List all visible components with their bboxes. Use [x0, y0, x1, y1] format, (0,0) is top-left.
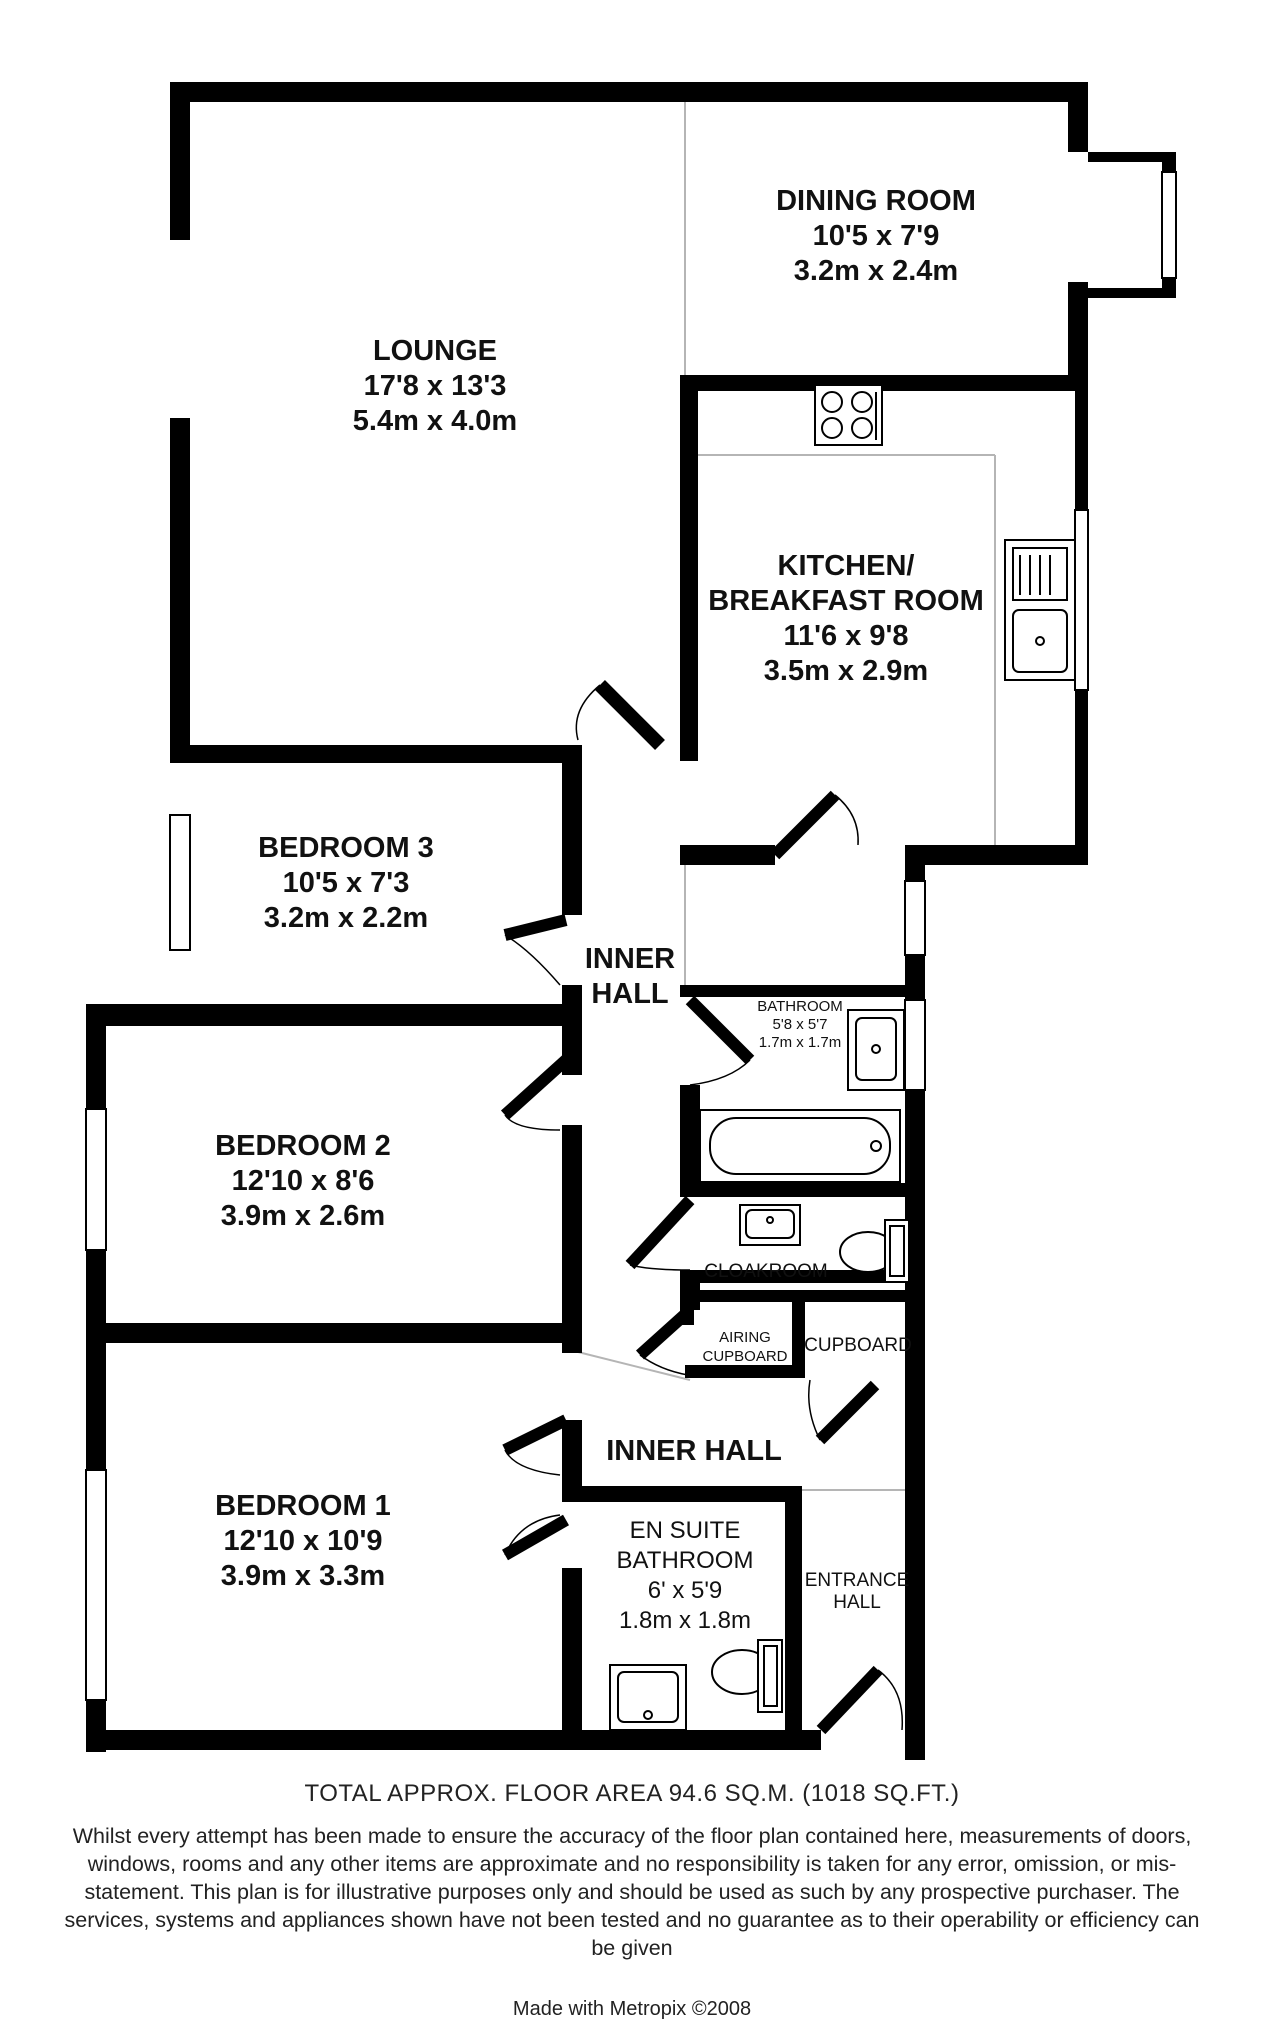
- doors: [500, 680, 904, 1735]
- bedroom3-imperial: 10'5 x 7'3: [283, 867, 410, 899]
- bedroom1-name: BEDROOM 1: [215, 1490, 391, 1522]
- ensuite-name-2: BATHROOM: [617, 1547, 754, 1574]
- lounge-name: LOUNGE: [373, 335, 497, 367]
- bathroom-window: [904, 999, 926, 1091]
- hob-icon: [814, 384, 883, 446]
- bedroom3-window: [169, 814, 191, 951]
- kitchen-name-2: BREAKFAST ROOM: [708, 585, 984, 617]
- bedroom1-imperial: 12'10 x 10'9: [224, 1525, 383, 1557]
- dining-window: [1161, 171, 1177, 279]
- bedroom3-metric: 3.2m x 2.2m: [264, 902, 428, 934]
- bedroom2-metric: 3.9m x 2.6m: [221, 1200, 385, 1232]
- kitchen-name-1: KITCHEN/: [778, 550, 915, 582]
- fixtures: [609, 384, 1076, 1731]
- lounge-metric: 5.4m x 4.0m: [353, 405, 517, 437]
- kitchen-imperial: 11'6 x 9'8: [783, 620, 908, 652]
- entrance-hall-1: ENTRANCE: [805, 1570, 910, 1591]
- ensuite-basin-icon: [609, 1664, 687, 1731]
- room-labels: LOUNGE 17'8 x 13'3 5.4m x 4.0m DINING RO…: [215, 185, 984, 1634]
- entrance-hall-2: HALL: [833, 1592, 881, 1613]
- bedroom3-name: BEDROOM 3: [258, 832, 434, 864]
- bedroom2-window: [85, 1108, 107, 1251]
- inner-hall-upper-2: HALL: [591, 978, 668, 1010]
- kitchen-window: [1074, 509, 1089, 691]
- bath-icon: [699, 1109, 901, 1183]
- cloakroom-toilet-icon: [839, 1219, 910, 1283]
- bathroom-metric: 1.7m x 1.7m: [759, 1034, 842, 1051]
- cloakroom-basin-icon: [739, 1204, 801, 1246]
- dining-name: DINING ROOM: [776, 185, 976, 217]
- bathroom-imperial: 5'8 x 5'7: [773, 1016, 828, 1033]
- thin-lines: [569, 96, 996, 1491]
- inner-hall-upper-1: INNER: [585, 943, 675, 975]
- bathroom-name: BATHROOM: [757, 998, 843, 1015]
- ensuite-name-1: EN SUITE: [630, 1517, 741, 1544]
- kitchen-metric: 3.5m x 2.9m: [764, 655, 928, 687]
- airing-cupboard-2: CUPBOARD: [702, 1348, 787, 1365]
- ensuite-imperial: 6' x 5'9: [648, 1577, 723, 1604]
- cupboard-name: CUPBOARD: [804, 1335, 912, 1356]
- inner-hall-lower: INNER HALL: [606, 1435, 782, 1467]
- lounge-imperial: 17'8 x 13'3: [364, 370, 507, 402]
- ensuite-toilet-icon: [711, 1639, 783, 1713]
- hall-window: [904, 880, 926, 956]
- bedroom1-window: [85, 1469, 107, 1701]
- bedroom1-metric: 3.9m x 3.3m: [221, 1560, 385, 1592]
- total-floor-area: TOTAL APPROX. FLOOR AREA 94.6 SQ.M. (101…: [304, 1780, 960, 1807]
- kitchen-sink-icon: [1004, 539, 1076, 681]
- windows: [85, 171, 1177, 1701]
- disclaimer: Whilst every attempt has been made to en…: [64, 1824, 1200, 1960]
- airing-cupboard-1: AIRING: [719, 1329, 771, 1346]
- ensuite-metric: 1.8m x 1.8m: [619, 1607, 751, 1634]
- bedroom2-imperial: 12'10 x 8'6: [232, 1165, 375, 1197]
- bedroom2-name: BEDROOM 2: [215, 1130, 391, 1162]
- dining-metric: 3.2m x 2.4m: [794, 255, 958, 287]
- made-with-credit: Made with Metropix ©2008: [512, 1998, 752, 2020]
- washbasin-icon: [847, 1009, 905, 1091]
- floor-plan: LOUNGE 17'8 x 13'3 5.4m x 4.0m DINING RO…: [85, 82, 1177, 1760]
- cloakroom-name: CLOAKROOM: [704, 1261, 828, 1282]
- dining-imperial: 10'5 x 7'9: [813, 220, 940, 252]
